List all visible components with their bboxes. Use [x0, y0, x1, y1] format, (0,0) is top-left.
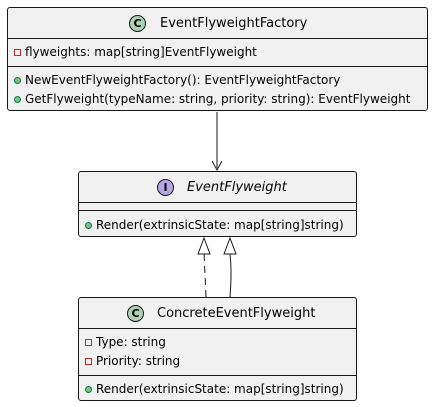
divider	[8, 38, 427, 39]
method-render: Render(extrinsicState: map[string]string…	[85, 382, 344, 397]
realization-arrow	[197, 236, 211, 298]
class-event-flyweight-factory: C EventFlyweightFactory flyweights: map[…	[7, 7, 428, 111]
private-visibility-icon	[14, 49, 21, 56]
public-visibility-icon	[85, 222, 92, 229]
interface-name: EventFlyweight	[187, 180, 287, 195]
class-name: EventFlyweightFactory	[160, 16, 308, 31]
method-new-event-flyweight-factory: NewEventFlyweightFactory(): EventFlyweig…	[14, 73, 340, 88]
divider	[79, 202, 356, 203]
association-arrow	[211, 112, 223, 172]
class-stereotype-icon: C	[129, 15, 146, 32]
generalization-arrow	[223, 236, 237, 298]
divider	[79, 328, 356, 329]
divider	[8, 66, 427, 67]
interface-stereotype-icon: I	[157, 179, 174, 196]
method-get-flyweight: GetFlyweight(typeName: string, priority:…	[14, 92, 410, 107]
interface-event-flyweight: I EventFlyweight Render(extrinsicState: …	[78, 171, 357, 237]
public-visibility-icon	[14, 77, 21, 84]
class-concrete-event-flyweight: C ConcreteEventFlyweight Type: string Pr…	[78, 297, 357, 401]
divider	[79, 210, 356, 211]
field-flyweights: flyweights: map[string]EventFlyweight	[14, 45, 257, 60]
divider	[79, 375, 356, 376]
private-visibility-icon	[85, 358, 92, 365]
public-visibility-icon	[85, 386, 92, 393]
method-render: Render(extrinsicState: map[string]string…	[85, 218, 344, 233]
private-visibility-icon	[85, 339, 92, 346]
public-visibility-icon	[14, 96, 21, 103]
field-priority: Priority: string	[85, 354, 180, 369]
class-stereotype-icon: C	[127, 305, 144, 322]
class-name: ConcreteEventFlyweight	[157, 306, 316, 321]
field-type: Type: string	[85, 335, 166, 350]
